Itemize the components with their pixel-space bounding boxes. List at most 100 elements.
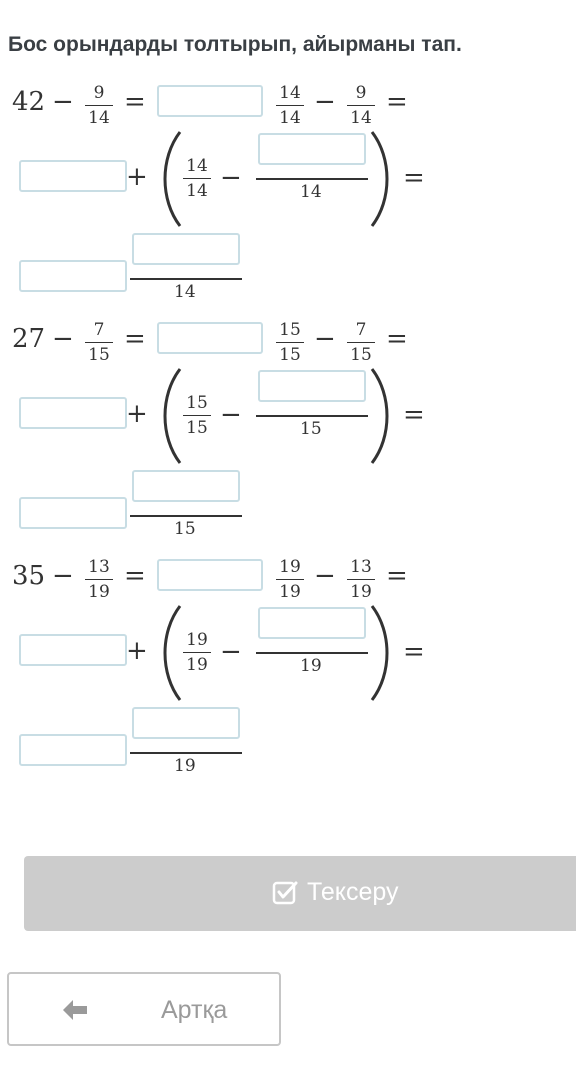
fraction-numerator: 13	[350, 557, 372, 577]
minus-sign: −	[220, 400, 242, 430]
subtrahend-fraction: 13 19	[85, 557, 113, 602]
equals-sign: =	[386, 561, 408, 591]
equals-sign: =	[124, 324, 146, 354]
fraction-denominator: 19	[300, 656, 322, 676]
integer-part-input[interactable]	[19, 634, 127, 666]
fraction-denominator: 14	[88, 108, 110, 128]
fraction-denominator: 14	[350, 108, 372, 128]
fraction-numerator: 14	[279, 83, 301, 103]
minus-sign: −	[52, 87, 74, 117]
fraction-denominator: 15	[186, 418, 208, 438]
numerator-input[interactable]	[258, 133, 366, 165]
subtrahend-fraction: 9 14	[85, 83, 113, 128]
fraction-bar	[256, 415, 368, 417]
fraction-bar	[256, 652, 368, 654]
subtrahend-fraction: 13 19	[347, 557, 375, 602]
minus-sign: −	[52, 561, 74, 591]
result-numerator-input[interactable]	[132, 707, 240, 739]
paren-fraction: 15 15	[183, 393, 211, 438]
result-numerator-input[interactable]	[132, 470, 240, 502]
result-whole-input[interactable]	[19, 734, 127, 766]
whole-part-input[interactable]	[157, 322, 263, 354]
whole-number: 35	[12, 561, 46, 591]
result-numerator-input[interactable]	[132, 233, 240, 265]
left-parenthesis	[163, 131, 182, 227]
integer-part-input[interactable]	[19, 397, 127, 429]
paren-fraction: 14 14	[183, 156, 211, 201]
fraction-denominator: 19	[88, 582, 110, 602]
whole-as-fraction: 19 19	[276, 557, 304, 602]
check-button-label: Тексеру	[307, 878, 399, 906]
whole-as-fraction: 14 14	[276, 83, 304, 128]
fraction-denominator: 15	[300, 419, 322, 439]
minus-sign: −	[314, 87, 336, 117]
right-parenthesis	[370, 131, 389, 227]
whole-as-fraction: 15 15	[276, 320, 304, 365]
fraction-denominator: 14	[300, 182, 322, 202]
back-button[interactable]: Артқа	[7, 972, 281, 1046]
fraction-numerator: 9	[355, 83, 367, 103]
minus-sign: −	[314, 561, 336, 591]
fraction-numerator: 13	[88, 557, 110, 577]
minus-sign: −	[52, 324, 74, 354]
equals-sign: =	[386, 87, 408, 117]
minus-sign: −	[314, 324, 336, 354]
result-whole-input[interactable]	[19, 497, 127, 529]
numerator-input[interactable]	[258, 607, 366, 639]
fraction-denominator: 19	[350, 582, 372, 602]
equals-sign: =	[124, 561, 146, 591]
fraction-bar	[130, 752, 242, 754]
back-button-label: Артқа	[161, 996, 228, 1024]
minus-sign: −	[220, 163, 242, 193]
fraction-numerator: 19	[186, 630, 208, 650]
fraction-numerator: 9	[93, 83, 105, 103]
fraction-numerator: 7	[93, 320, 105, 340]
equals-sign: =	[403, 637, 425, 667]
result-denominator: 19	[174, 756, 196, 776]
fraction-numerator: 7	[355, 320, 367, 340]
fraction-denominator: 15	[350, 345, 372, 365]
whole-number: 42	[12, 87, 46, 117]
plus-sign: +	[126, 636, 148, 666]
fraction-numerator: 15	[186, 393, 208, 413]
right-parenthesis	[370, 605, 389, 701]
fraction-denominator: 15	[88, 345, 110, 365]
left-parenthesis	[163, 605, 182, 701]
fraction-denominator: 15	[279, 345, 301, 365]
fraction-numerator: 19	[279, 557, 301, 577]
right-parenthesis	[370, 368, 389, 464]
equals-sign: =	[403, 400, 425, 430]
fraction-bar	[256, 178, 368, 180]
whole-part-input[interactable]	[157, 559, 263, 591]
equals-sign: =	[124, 87, 146, 117]
plus-sign: +	[126, 162, 148, 192]
integer-part-input[interactable]	[19, 160, 127, 192]
minus-sign: −	[220, 637, 242, 667]
numerator-input[interactable]	[258, 370, 366, 402]
arrow-left-icon	[61, 998, 89, 1029]
task-instruction: Бос орындарды толтырып, айырманы тап.	[8, 33, 462, 56]
whole-number: 27	[12, 324, 46, 354]
result-denominator: 14	[174, 282, 196, 302]
subtrahend-fraction: 9 14	[347, 83, 375, 128]
plus-sign: +	[126, 399, 148, 429]
result-whole-input[interactable]	[19, 260, 127, 292]
equals-sign: =	[386, 324, 408, 354]
fraction-denominator: 14	[186, 181, 208, 201]
fraction-denominator: 19	[279, 582, 301, 602]
paren-fraction: 19 19	[183, 630, 211, 675]
left-parenthesis	[163, 368, 182, 464]
fraction-numerator: 15	[279, 320, 301, 340]
check-square-icon	[272, 880, 298, 913]
whole-part-input[interactable]	[157, 85, 263, 117]
fraction-bar	[130, 515, 242, 517]
equals-sign: =	[403, 163, 425, 193]
fraction-denominator: 14	[279, 108, 301, 128]
subtrahend-fraction: 7 15	[347, 320, 375, 365]
check-button[interactable]: Тексеру	[24, 856, 576, 931]
subtrahend-fraction: 7 15	[85, 320, 113, 365]
fraction-numerator: 14	[186, 156, 208, 176]
fraction-bar	[130, 278, 242, 280]
result-denominator: 15	[174, 519, 196, 539]
fraction-denominator: 19	[186, 655, 208, 675]
